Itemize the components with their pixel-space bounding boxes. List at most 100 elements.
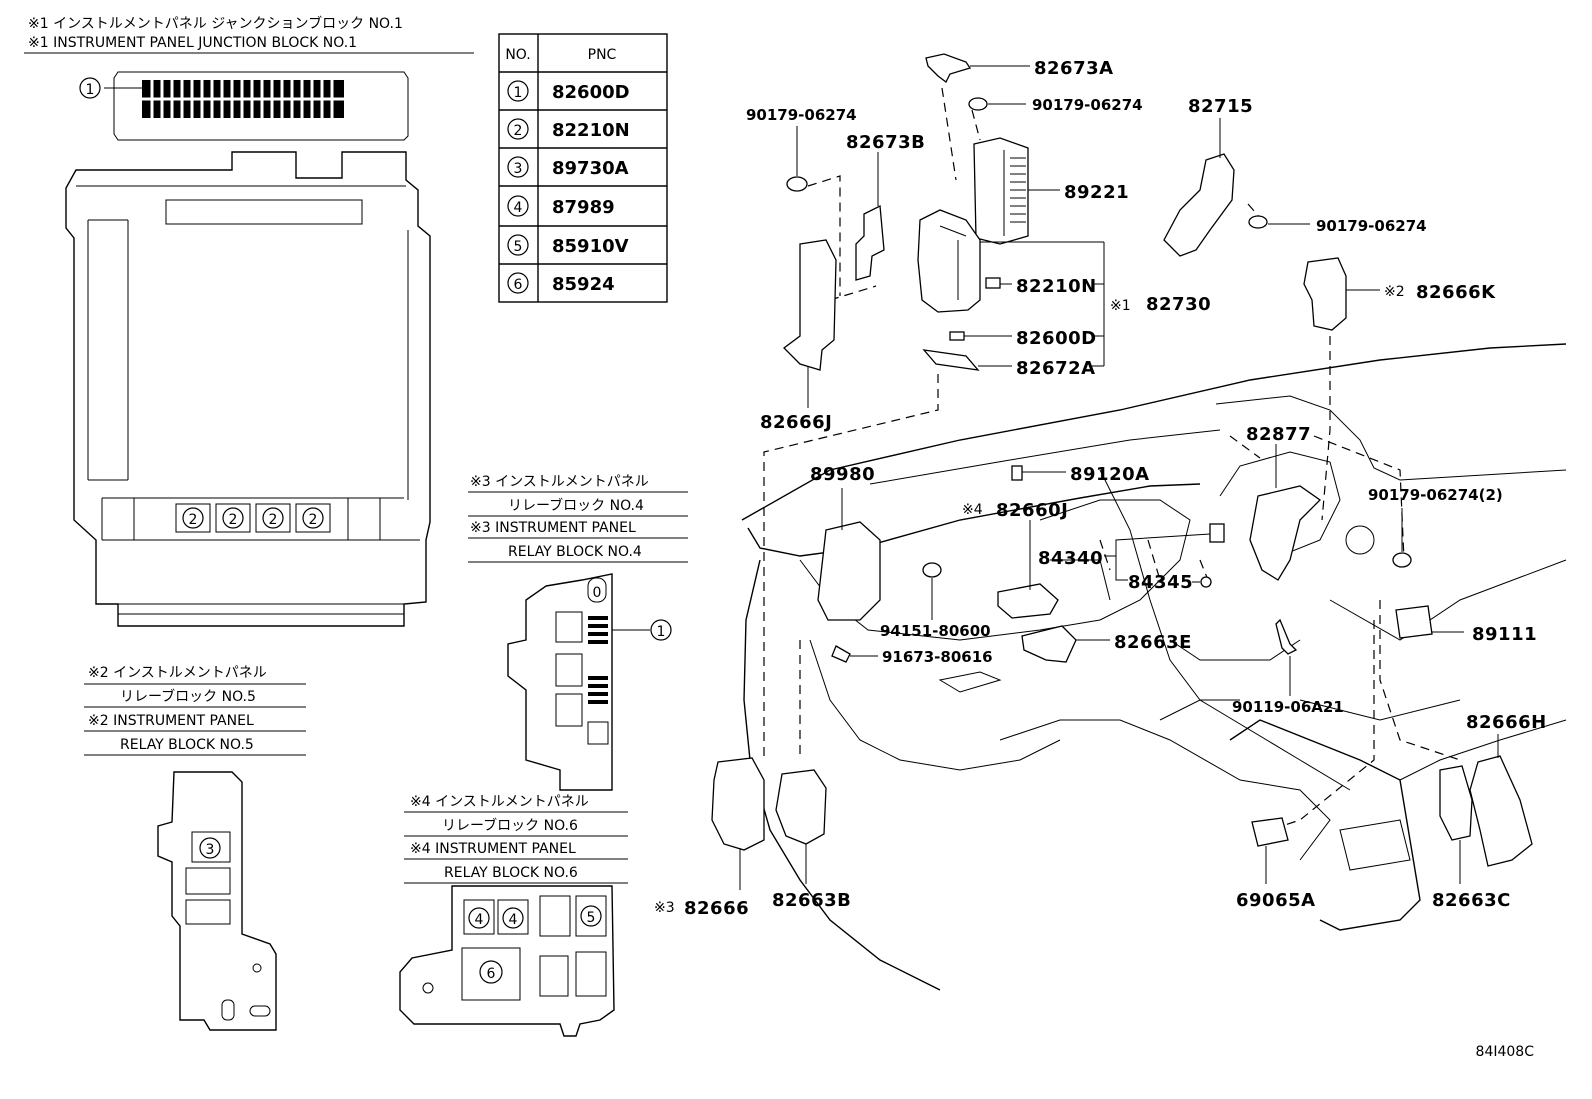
callout-2-d-label: 2 [309,512,318,528]
part-89980 [817,521,881,621]
callout-6-label: 6 [487,966,496,982]
label-82673A: 82673A [1034,58,1114,79]
part-89221 [973,137,1029,245]
relay-block-no4 [507,573,650,791]
label-89120A: 89120A [1070,464,1150,485]
pnc-table [498,33,668,303]
table-row-2-pnc: 82210N [552,120,630,141]
rb4-title-jp-a: ※3 インストルメントパネル [470,474,649,490]
junction-block-front-view [65,151,431,627]
part-69065A [1251,817,1289,847]
part-82666J [783,239,837,371]
rb5-title-en-a: ※2 INSTRUMENT PANEL [88,713,254,729]
part-82663C [1439,765,1473,841]
label-82730-mark: ※1 [1110,298,1131,314]
label-82660J-mark: ※4 [962,502,983,518]
label-82666H: 82666H [1466,712,1547,733]
callout-1-rb4 [650,619,672,641]
part-82666K [1303,257,1347,331]
part-82672A [922,349,980,371]
label-90179-left: 90179-06274 [746,106,857,124]
label-90179-top: 90179-06274 [1032,96,1143,114]
table-row-1-no: 1 [514,85,523,101]
table-header-pnc: PNC [588,47,617,63]
table-row-4-circle [507,195,529,217]
part-clip-90179-right [1248,215,1268,229]
callout-2-b-label: 2 [229,512,238,528]
part-clip-94151 [922,562,942,578]
callout-4-a-label: 4 [475,912,484,928]
part-82666-relay-bracket [711,757,765,851]
rb5-title-jp-b: リレーブロック NO.5 [120,688,256,705]
jb1-title-jp: ※1 インストルメントパネル ジャンクションブロック NO.1 [28,15,403,32]
rb6-title-en-a: ※4 INSTRUMENT PANEL [410,841,576,857]
part-82210N [985,277,1001,289]
label-89980: 89980 [810,464,875,485]
part-82660J [997,583,1059,619]
part-clip-90179-left [786,176,808,192]
part-82666H [1469,755,1533,867]
callout-4-a [468,907,490,929]
part-89111 [1395,605,1433,639]
callout-2-a [182,507,204,529]
callout-3 [199,837,221,859]
callout-5 [580,905,602,927]
part-82673A [925,53,972,83]
rb6-title-jp-a: ※4 インストルメントパネル [410,794,589,810]
label-82666K-mark: ※2 [1384,284,1405,300]
table-row-1-pnc: 82600D [552,82,630,103]
label-94151-80600: 94151-80600 [880,622,991,640]
label-82666K: 82666K [1416,282,1496,303]
label-82663C: 82663C [1432,890,1511,911]
callout-2-a-label: 2 [189,512,198,528]
relay-block-no6 [399,885,615,1037]
rb5-title-en-b: RELAY BLOCK NO.5 [120,737,254,753]
callout-2-c [262,507,284,529]
instrument-panel-outline [741,343,1567,991]
junction-block-top-view [104,71,409,141]
label-82660J: 82660J [996,500,1068,521]
part-clip-90179-top [968,97,988,111]
part-82730-junction-block [917,209,981,313]
table-row-1-circle [507,80,529,102]
rb4-title-en-b: RELAY BLOCK NO.4 [508,544,642,560]
label-leaders [739,65,1499,890]
rb4-title-jp-b: リレーブロック NO.4 [508,497,644,514]
table-row-6-circle [507,272,529,294]
part-82663E [1021,625,1077,663]
part-82663B [775,769,827,845]
callout-1-rb4-label: 1 [657,624,666,640]
label-82663E: 82663E [1114,632,1192,653]
callout-3-label: 3 [206,842,215,858]
label-82663B: 82663B [772,890,851,911]
callout-1-jb-top-label: 1 [86,82,95,98]
label-82666J: 82666J [760,412,832,433]
callout-2-d [302,507,324,529]
part-82877 [1249,485,1322,581]
label-82666: 82666 [684,898,749,919]
table-row-6-no: 6 [514,277,523,293]
rb5-title-jp-a: ※2 インストルメントパネル [88,665,267,681]
callout-5-label: 5 [587,910,596,926]
label-82730: 82730 [1146,294,1211,315]
rb6-title-jp-b: リレーブロック NO.6 [442,817,578,834]
part-84340 [1209,523,1225,543]
label-91673-80616: 91673-80616 [882,648,993,666]
label-89221: 89221 [1064,182,1129,203]
label-84340: 84340 [1038,548,1103,569]
part-84345 [1200,576,1212,588]
table-row-3-circle [507,156,529,178]
callout-4-b-label: 4 [509,912,518,928]
table-row-3-pnc: 89730A [552,158,629,179]
table-row-4-no: 4 [514,200,523,216]
callout-2-b [222,507,244,529]
callout-6 [479,960,503,984]
rb4-slot-0: 0 [593,585,602,601]
part-clip-90179-lower [1392,552,1412,568]
jb1-title-en: ※1 INSTRUMENT PANEL JUNCTION BLOCK NO.1 [28,35,357,51]
label-82600D: 82600D [1016,328,1097,349]
table-row-4-pnc: 87989 [552,197,615,218]
relay-block-no5 [157,771,277,1031]
table-row-5-circle [507,234,529,256]
